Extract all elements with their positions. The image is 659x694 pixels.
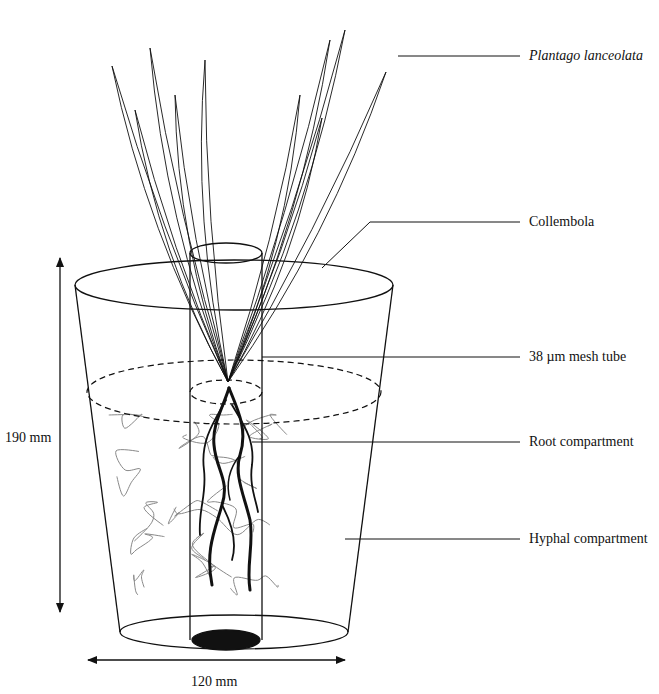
- roots: [228, 455, 240, 500]
- mesh-tube: [192, 630, 260, 650]
- organism-label: Collembola: [528, 213, 595, 231]
- leaf: [201, 60, 228, 382]
- leaf: [228, 72, 386, 382]
- leader-lines: [252, 56, 520, 539]
- roots: [222, 505, 234, 560]
- mesh-tube: [190, 243, 262, 263]
- roots: [210, 388, 229, 585]
- mesh-tube: [261, 253, 262, 640]
- leaf: [150, 48, 228, 382]
- leader-lines: [398, 56, 520, 57]
- dimension-lines: [59, 258, 60, 612]
- mesh-tube: [189, 253, 190, 640]
- hypha: [243, 414, 287, 435]
- leader-lines: [322, 222, 520, 268]
- leaf: [135, 110, 228, 382]
- hypha: [131, 528, 165, 554]
- roots: [232, 405, 258, 512]
- leader-lines: [252, 442, 520, 443]
- part-label: Root compartment: [528, 433, 635, 451]
- species-label: Plantago lanceolata: [528, 47, 644, 65]
- leader-lines: [345, 539, 520, 540]
- part-label: Hyphal compartment: [528, 530, 649, 548]
- pot-outline: [75, 260, 393, 649]
- pot-outline: [75, 260, 393, 310]
- hypha: [134, 570, 144, 595]
- hypha: [116, 450, 141, 496]
- leaf: [228, 95, 300, 382]
- dimension-label: 190 mm: [4, 429, 52, 447]
- hyphae: [109, 414, 287, 595]
- dimension-label: 120 mm: [190, 673, 238, 691]
- dimension-lines: [88, 659, 345, 660]
- leaf: [228, 118, 322, 382]
- leader-lines: [262, 357, 520, 358]
- hypha: [230, 576, 278, 595]
- leaf: [228, 40, 330, 382]
- part-label: 38 µm mesh tube: [528, 348, 627, 366]
- pot-outline: [75, 285, 120, 632]
- dimension-lines: [60, 258, 345, 660]
- hypha: [192, 554, 216, 577]
- plant-leaves: [112, 30, 386, 382]
- leaf: [228, 30, 345, 382]
- roots: [200, 388, 258, 590]
- hypha: [134, 502, 163, 541]
- pot-outline: [348, 285, 393, 632]
- hypha: [174, 509, 270, 535]
- pot-outline: [120, 615, 348, 649]
- roots: [200, 400, 226, 535]
